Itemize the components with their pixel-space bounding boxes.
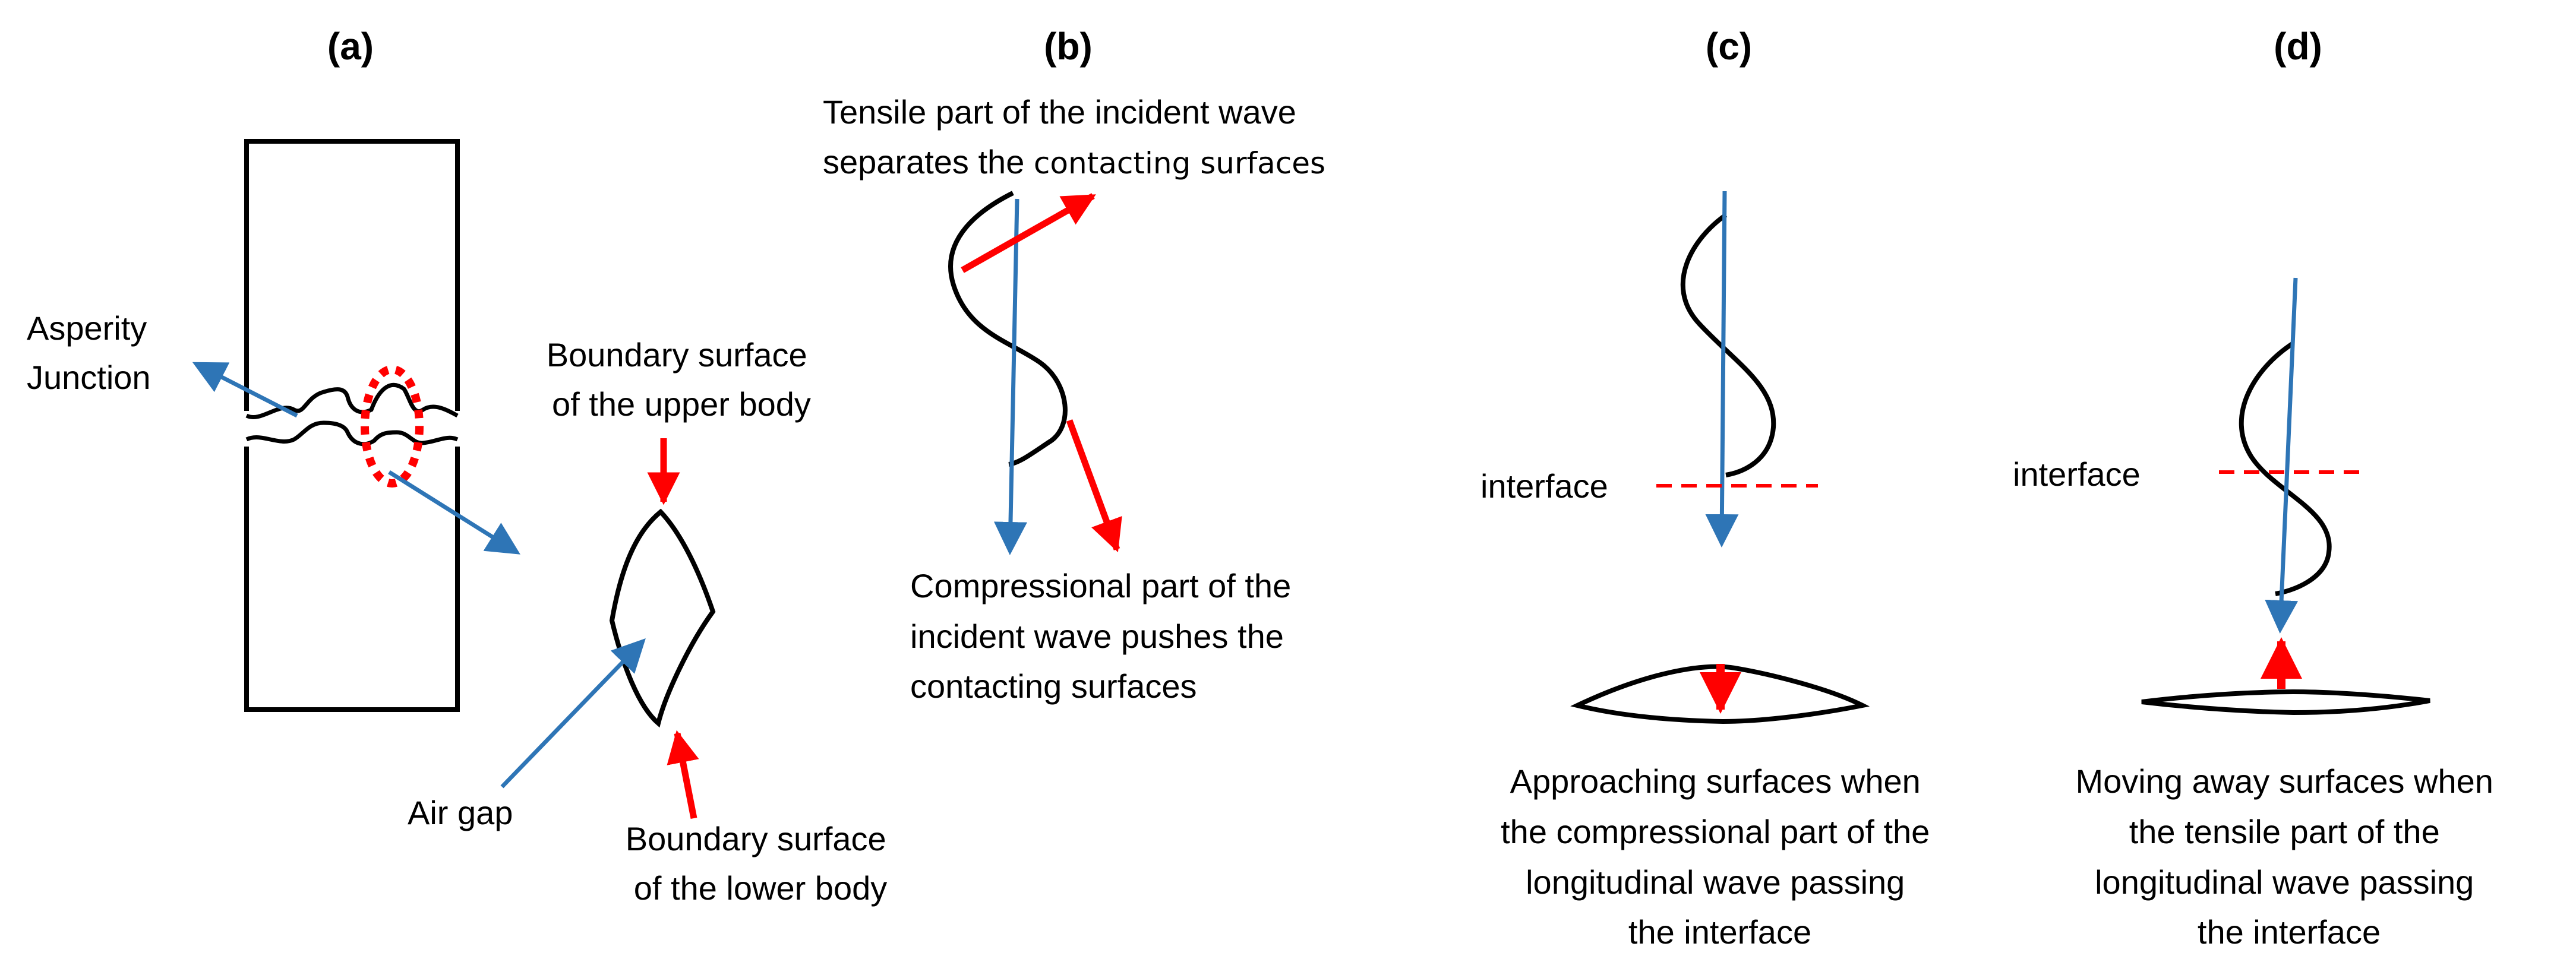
panel-c: (c) interface Approaching surfaces when … bbox=[1480, 25, 1939, 951]
panel-b-label: (b) bbox=[1044, 25, 1093, 68]
caption-c-line-3: longitudinal wave passing bbox=[1526, 863, 1905, 901]
asperity-junction-arrow bbox=[192, 362, 298, 418]
panel-d: (d) interface Moving away surfaces when … bbox=[2013, 25, 2502, 951]
moving-away-surfaces-lens bbox=[2141, 689, 2430, 716]
lower-boundary-label-line-2: of the lower body bbox=[634, 869, 887, 907]
compressional-label-line-3: contacting surfaces bbox=[910, 667, 1197, 705]
air-gap-label: Air gap bbox=[408, 794, 513, 831]
caption-d-line-1: Moving away surfaces when bbox=[2075, 762, 2493, 800]
lower-boundary-arrow bbox=[667, 730, 699, 819]
asperity-label: Asperity Junction bbox=[27, 309, 156, 396]
tensile-label-line-1: Tensile part of the incident wave bbox=[823, 93, 1296, 131]
caption-c-line-2: the compressional part of the bbox=[1501, 813, 1930, 850]
tensile-label-line-2b: contacting surfaces bbox=[1034, 146, 1325, 181]
tensile-arrow bbox=[961, 193, 1096, 273]
wave-propagation-arrow-c bbox=[1705, 191, 1739, 547]
caption-d-line-3: longitudinal wave passing bbox=[2095, 863, 2474, 901]
caption-c: Approaching surfaces when the compressio… bbox=[1501, 762, 1939, 951]
caption-c-line-4: the interface bbox=[1628, 913, 1811, 951]
upper-boundary-label-line-2: of the upper body bbox=[552, 385, 811, 423]
lower-boundary-label-line-1: Boundary surface bbox=[626, 820, 886, 857]
upper-rough-boundary bbox=[245, 382, 459, 419]
asperity-label-line-1: Asperity bbox=[27, 309, 147, 347]
wave-curve-c bbox=[1680, 213, 1776, 477]
panel-a: (a) Asperity Junction Boundary surface o… bbox=[27, 25, 895, 907]
zoom-arrow bbox=[388, 470, 520, 555]
panel-a-label: (a) bbox=[327, 25, 374, 68]
upper-body bbox=[244, 139, 460, 411]
asperity-label-line-2: Junction bbox=[27, 359, 151, 396]
caption-d: Moving away surfaces when the tensile pa… bbox=[2075, 762, 2502, 951]
caption-d-line-4: the interface bbox=[2198, 913, 2381, 951]
panel-d-label: (d) bbox=[2274, 25, 2322, 68]
compressional-label: Compressional part of the incident wave … bbox=[910, 567, 1300, 705]
panel-c-label: (c) bbox=[1706, 25, 1752, 68]
compressional-arrow bbox=[1066, 419, 1122, 553]
caption-d-line-2: the tensile part of the bbox=[2129, 813, 2440, 850]
tensile-label-line-2a: separates the bbox=[823, 143, 1034, 181]
caption-c-line-1: Approaching surfaces when bbox=[1510, 762, 1921, 800]
panel-b: (b) Tensile part of the incident wave se… bbox=[823, 25, 1325, 705]
air-gap-lens bbox=[609, 508, 716, 728]
approaching-surfaces-lens bbox=[1570, 664, 1870, 724]
wave-propagation-arrow bbox=[993, 198, 1027, 555]
interface-label-d: interface bbox=[2013, 455, 2141, 493]
lower-rough-boundary bbox=[245, 420, 459, 447]
asperity-highlight-ellipse bbox=[361, 365, 424, 488]
compressional-label-line-1: Compressional part of the bbox=[910, 567, 1291, 604]
compressional-label-line-2: incident wave pushes the bbox=[910, 618, 1284, 655]
lower-boundary-label: Boundary surface of the lower body bbox=[626, 820, 895, 907]
tensile-label-line-2: separates the contacting surfaces bbox=[823, 143, 1325, 181]
interface-label-c: interface bbox=[1480, 467, 1608, 505]
upper-boundary-label-line-1: Boundary surface bbox=[547, 336, 807, 374]
lower-body bbox=[244, 447, 460, 712]
wave-propagation-arrow-d bbox=[2265, 277, 2299, 634]
incident-wave-curve bbox=[948, 191, 1068, 467]
upper-boundary-label: Boundary surface of the upper body bbox=[547, 336, 816, 423]
air-gap-arrow bbox=[500, 638, 646, 789]
